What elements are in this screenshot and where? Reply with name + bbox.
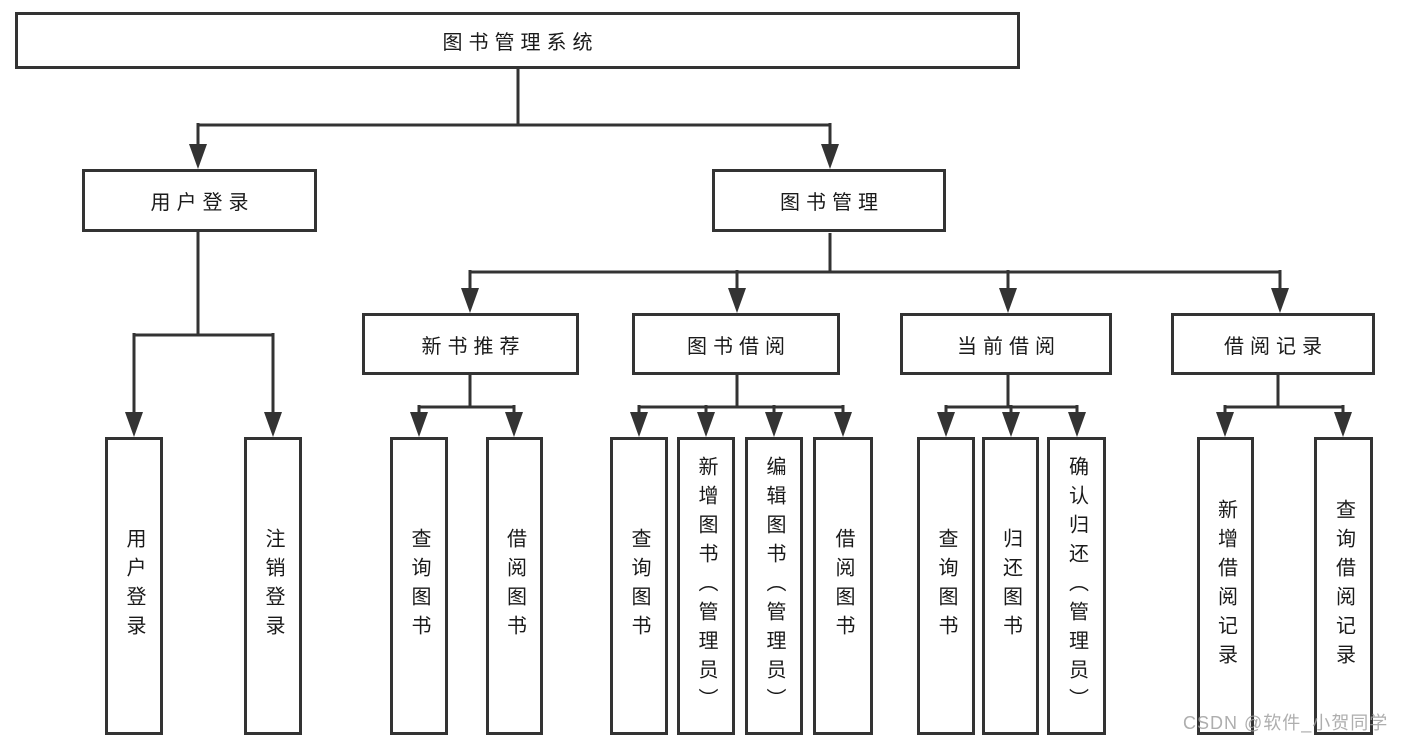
leaf-borrow-edit-book-admin: 编辑图书（管理员） <box>745 437 803 735</box>
leaf-current-return-book: 归还图书 <box>982 437 1039 735</box>
node-book-management: 图书管理 <box>712 169 946 232</box>
leaf-current-query-book: 查询图书 <box>917 437 975 735</box>
node-current-borrow: 当前借阅 <box>900 313 1112 375</box>
leaf-borrow-borrow-book: 借阅图书 <box>813 437 873 735</box>
leaf-records-add-record: 新增借阅记录 <box>1197 437 1254 735</box>
node-new-book-recommend: 新书推荐 <box>362 313 579 375</box>
node-borrow-records: 借阅记录 <box>1171 313 1375 375</box>
leaf-recommend-borrow-book: 借阅图书 <box>486 437 543 735</box>
leaf-logout: 注销登录 <box>244 437 302 735</box>
leaf-user-login: 用户登录 <box>105 437 163 735</box>
leaf-borrow-add-book-admin: 新增图书（管理员） <box>677 437 735 735</box>
leaf-recommend-query-book: 查询图书 <box>390 437 448 735</box>
csdn-watermark: CSDN @软件_小贺同学 <box>1183 713 1389 733</box>
node-book-borrow: 图书借阅 <box>632 313 840 375</box>
leaf-borrow-query-book: 查询图书 <box>610 437 668 735</box>
leaf-current-confirm-return-admin: 确认归还（管理员） <box>1047 437 1106 735</box>
node-user-login: 用户登录 <box>82 169 317 232</box>
node-root-library-system: 图书管理系统 <box>15 12 1020 69</box>
leaf-records-query-record: 查询借阅记录 <box>1314 437 1373 735</box>
